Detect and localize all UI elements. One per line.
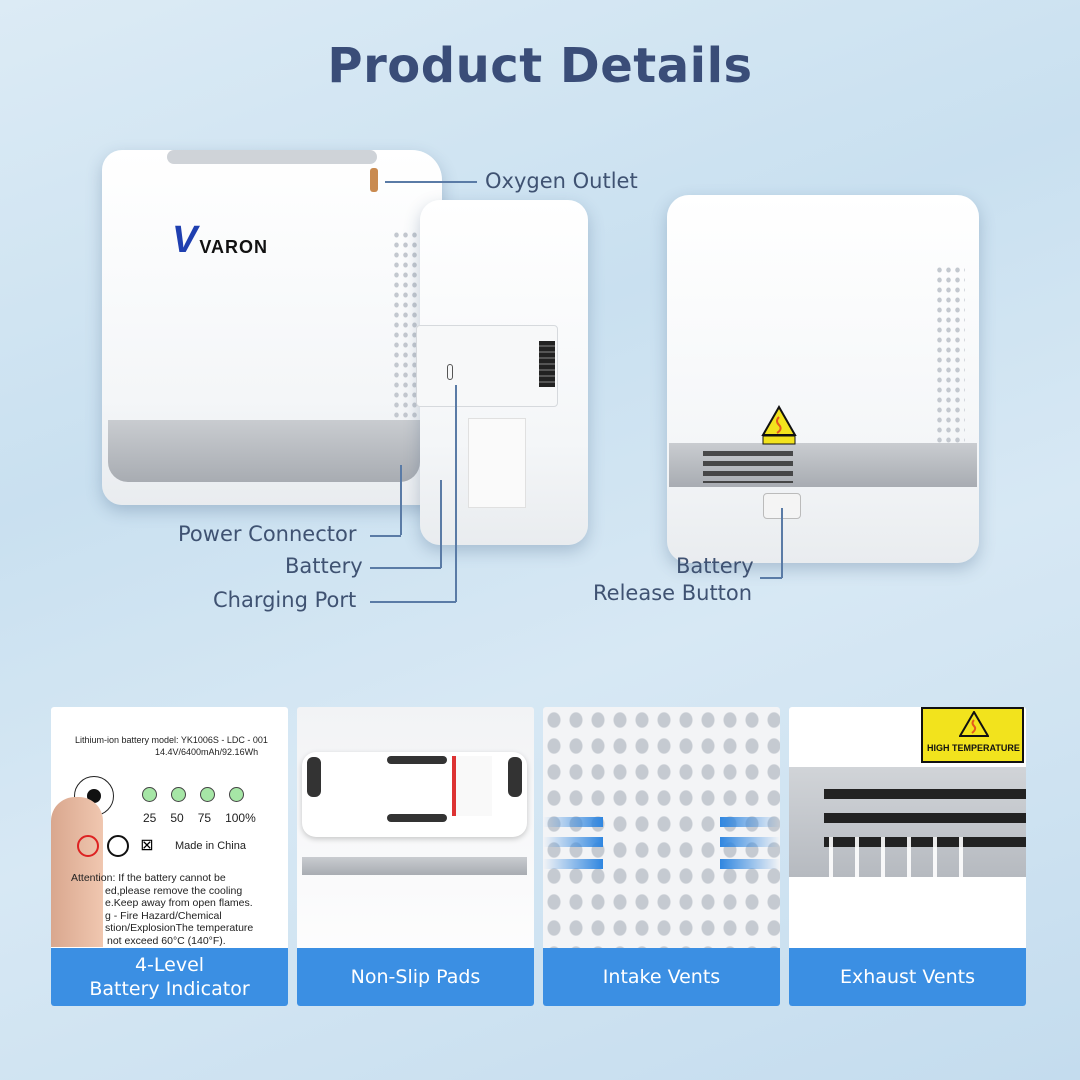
battery-model: Lithium-ion battery model: YK1006S - LDC…	[75, 735, 268, 745]
callout-battery: Battery	[285, 554, 363, 578]
logo-text: VARON	[199, 237, 269, 257]
high-temperature-warning-icon	[761, 404, 797, 445]
no-disassemble-icon	[107, 835, 129, 857]
callout-line	[455, 385, 457, 602]
caption: Exhaust Vents	[789, 948, 1026, 1006]
pad	[387, 814, 447, 822]
gray-band	[108, 420, 420, 482]
attention-line: Attention: If the battery cannot be	[71, 872, 226, 884]
side-vents-right	[935, 265, 965, 445]
callout-line	[781, 508, 783, 578]
safety-icons: ⊠	[77, 835, 157, 857]
intake-arrow-icon	[543, 859, 603, 869]
level-100: 100%	[225, 811, 256, 825]
callout-line	[440, 480, 442, 568]
led-icon	[171, 787, 186, 802]
feature-card-non-slip-pads: Non-Slip Pads	[297, 707, 534, 1006]
finger-image	[51, 797, 103, 947]
caption-line: 4-Level	[134, 954, 205, 976]
battery-spec: 14.4V/6400mAh/92.16Wh	[155, 747, 259, 757]
battery-contacts	[539, 341, 555, 387]
exhaust-grille	[703, 451, 793, 483]
level-25: 25	[143, 811, 157, 825]
pad	[387, 756, 447, 764]
page-title: Product Details	[327, 38, 753, 94]
feature-card-battery-indicator: Lithium-ion battery model: YK1006S - LDC…	[51, 707, 288, 1006]
concentrator-back-view	[667, 195, 979, 563]
pad	[307, 757, 321, 797]
attention-line: not exceed 60°C (140°F).	[107, 934, 226, 947]
feature-card-intake-vents: Intake Vents	[543, 707, 780, 1006]
intake-arrow-icon	[543, 817, 603, 827]
device-bottom	[302, 752, 527, 837]
no-fire-icon	[77, 835, 99, 857]
callout-line	[400, 465, 402, 535]
pad	[508, 757, 522, 797]
attention-line: e.Keep away from open flames.	[105, 897, 253, 909]
callout-line	[370, 535, 401, 537]
led-icon	[142, 787, 157, 802]
level-75: 75	[197, 811, 212, 825]
concentrator-front-view: V VARON	[102, 150, 442, 505]
callout-battery-release-1: Battery	[676, 554, 754, 578]
intake-arrow-icon	[720, 817, 780, 827]
exhaust-arrows-icon	[829, 837, 979, 917]
caption: Non-Slip Pads	[297, 948, 534, 1006]
warning-text: HIGH TEMPERATURE	[927, 743, 1020, 753]
battery-levels: 25 50 75 100%	[143, 811, 256, 825]
callout-charging-port: Charging Port	[213, 588, 357, 612]
callout-line	[370, 601, 456, 603]
callout-oxygen-outlet: Oxygen Outlet	[485, 169, 638, 193]
battery-level-leds	[142, 787, 244, 802]
callout-line	[370, 567, 441, 569]
caption: Intake Vents	[543, 948, 780, 1006]
made-in: Made in China	[175, 840, 246, 852]
logo-v-icon: V	[172, 219, 198, 261]
battery-pack	[416, 200, 588, 545]
intake-arrow-icon	[543, 837, 603, 847]
intake-arrow-icon	[720, 837, 780, 847]
charging-port-icon	[447, 364, 453, 380]
led-icon	[229, 787, 244, 802]
attention-line: ed,please remove the cooling	[105, 884, 243, 897]
warning-triangle-icon	[959, 711, 989, 737]
caption-line: Battery Indicator	[89, 978, 250, 1000]
callout-line	[760, 577, 782, 579]
led-icon	[200, 787, 215, 802]
intake-arrow-icon	[720, 859, 780, 869]
top-handle	[167, 150, 377, 164]
no-trash-icon: ⊠	[140, 837, 154, 854]
battery-sticker	[468, 418, 526, 508]
callout-line	[385, 181, 477, 183]
high-temperature-warning-icon: HIGH TEMPERATURE	[921, 707, 1024, 763]
feature-card-exhaust-vents: HIGH TEMPERATURE Exhaust Vents	[789, 707, 1026, 1006]
brand-logo: V VARON	[172, 219, 269, 261]
battery-connector-plate	[416, 325, 558, 407]
callout-battery-release-2: Release Button	[593, 581, 753, 605]
attention-line: stion/ExplosionThe temperature	[105, 922, 254, 934]
level-50: 50	[170, 811, 184, 825]
attention-line: g - Fire Hazard/Chemical	[105, 909, 222, 922]
oxygen-outlet-nozzle	[370, 168, 378, 192]
gray-band	[302, 857, 527, 875]
callout-power-connector: Power Connector	[178, 522, 357, 546]
sticker	[452, 756, 492, 816]
attention-text: Attention: If the battery cannot be ed,p…	[71, 872, 253, 947]
